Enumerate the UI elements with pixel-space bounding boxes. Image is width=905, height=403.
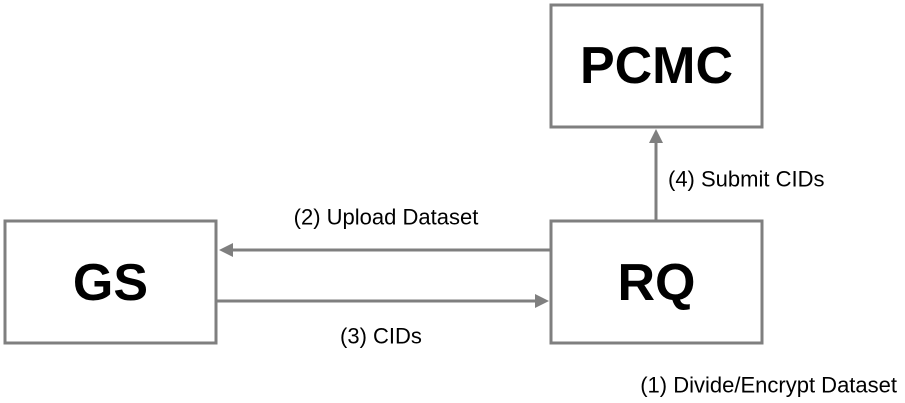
cids-arrowhead [535, 294, 549, 308]
rq-box: RQ [549, 219, 764, 345]
submit-cids-label: (4) Submit CIDs [668, 167, 824, 192]
upload-dataset-arrowhead [219, 243, 233, 257]
cids-arrow [216, 294, 549, 308]
upload-dataset-arrow [219, 243, 551, 257]
gs-label: GS [73, 254, 148, 312]
submit-cids-arrowhead [649, 129, 663, 143]
gs-box: GS [3, 219, 218, 345]
pcmc-box: PCMC [549, 3, 764, 129]
submit-cids-arrow [649, 129, 663, 221]
rq-label: RQ [618, 254, 696, 312]
cids-label: (3) CIDs [340, 324, 422, 349]
pcmc-label: PCMC [580, 37, 733, 95]
divide-encrypt-label: (1) Divide/Encrypt Dataset [640, 373, 897, 398]
upload-dataset-label: (2) Upload Dataset [294, 205, 479, 230]
